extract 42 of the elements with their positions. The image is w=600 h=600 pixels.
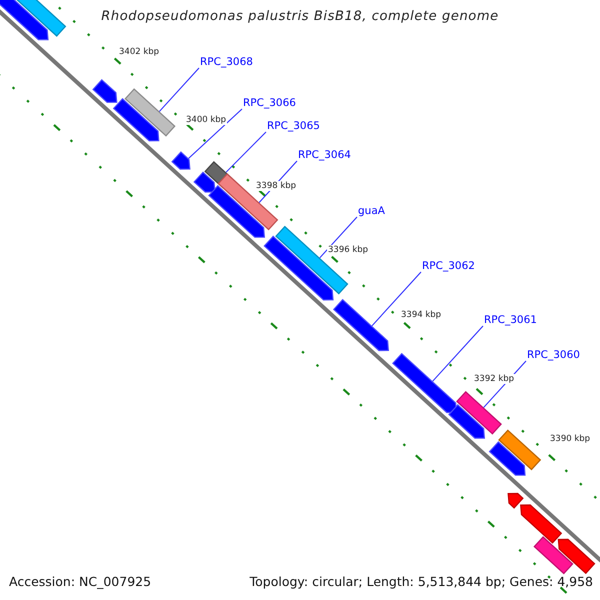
- title: Rhodopseudomonas palustris BisB18, complete genome: [100, 9, 500, 24]
- gene-bar: [275, 226, 348, 294]
- gene-label: guaA: [358, 205, 385, 217]
- gene-block: [448, 404, 486, 439]
- gene-block: [0, 0, 49, 40]
- gene-bar: [218, 173, 278, 230]
- gene-label: RPC_3064: [298, 149, 351, 161]
- scale-label: 3394 kbp: [400, 310, 442, 320]
- leader-line: [319, 216, 358, 258]
- gene-label: RPC_3062: [422, 260, 475, 272]
- gene-block: [558, 538, 596, 574]
- scale-label: 3396 kbp: [327, 245, 370, 255]
- scale-label: 3392 kbp: [473, 374, 516, 384]
- gene-block: [193, 171, 216, 193]
- gene-block: [92, 79, 118, 103]
- gene-bar: [498, 429, 542, 470]
- accession-text: Accession: NC_007925: [9, 574, 152, 589]
- gene-block: [508, 492, 524, 509]
- gene-label: RPC_3065: [267, 120, 320, 132]
- gene-label: RPC_3060: [527, 349, 580, 361]
- leader-line: [226, 132, 266, 173]
- gene-label: RPC_3061: [484, 314, 537, 326]
- scale-label: 3398 kbp: [255, 181, 298, 191]
- scale-label: 3402 kbp: [118, 47, 160, 57]
- gene-block: [112, 98, 160, 142]
- gene-block: [392, 352, 458, 414]
- leader-line: [188, 108, 242, 159]
- gene-bar: [533, 536, 574, 574]
- gene-bar: [456, 390, 502, 435]
- leader-line: [432, 326, 484, 382]
- gene-block: [520, 504, 562, 544]
- gene-block: [171, 151, 190, 170]
- gene-block: [332, 298, 390, 352]
- scale-label: 3400 kbp: [185, 115, 228, 125]
- gene-bar: [124, 88, 176, 137]
- gene-block: [488, 441, 526, 476]
- genome-info-text: Topology: circular; Length: 5,513,844 bp; Genes: 4,958: [250, 574, 593, 589]
- gene-label: RPC_3068: [200, 56, 253, 68]
- scale-label: 3390 kbp: [549, 434, 592, 444]
- leader-line: [372, 272, 422, 326]
- gene-label: RPC_3066: [243, 97, 296, 109]
- leader-line: [158, 68, 200, 112]
